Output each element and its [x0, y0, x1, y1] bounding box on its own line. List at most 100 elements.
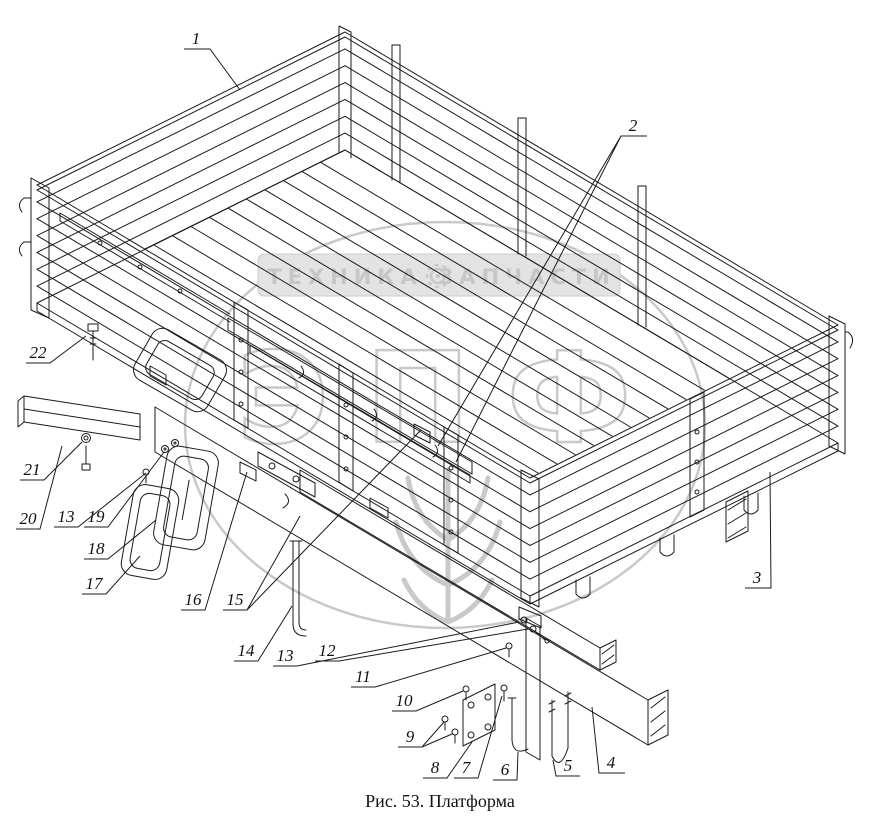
leader-line-13a	[54, 472, 147, 528]
mounting-plate-inner	[145, 339, 215, 401]
callout-11: 11	[351, 647, 507, 688]
bracket-16	[239, 461, 257, 482]
spare-board-strip	[249, 344, 471, 484]
support-bracket	[525, 617, 541, 761]
stay-rod-14	[289, 540, 307, 637]
callout-label-8: 8	[431, 758, 440, 777]
leader-line-1	[184, 48, 241, 91]
callout-16: 16	[181, 471, 248, 611]
corner-posts	[30, 25, 846, 629]
callout-label-10: 10	[396, 691, 414, 710]
callout-10: 10	[392, 690, 464, 712]
hinge-plate-15	[413, 423, 431, 444]
side-board-part-20	[17, 395, 141, 441]
figure-caption: Рис. 53. Платформа	[365, 791, 515, 811]
callout-label-20: 20	[20, 509, 38, 528]
callout-17: 17	[82, 555, 141, 595]
callout-label-14: 14	[238, 641, 256, 660]
bolt-22	[87, 323, 99, 361]
callout-label-21: 21	[24, 460, 41, 479]
underframe	[154, 406, 749, 761]
callout-1: 1	[184, 29, 241, 91]
platform-drawing	[18, 25, 854, 629]
plate-18-slot	[181, 479, 190, 521]
callout-label-11: 11	[355, 667, 371, 686]
gear-hub	[436, 274, 440, 278]
callout-6: 6	[493, 751, 519, 781]
callout-22: 22	[26, 335, 87, 364]
bolts-9	[441, 715, 459, 744]
callout-9: 9	[398, 721, 453, 748]
callout-label-17: 17	[86, 574, 105, 593]
callout-label-3: 3	[752, 568, 762, 587]
frame-rail-inner-end-hatch	[599, 639, 617, 671]
callout-18: 18	[84, 519, 157, 560]
leader-line-16	[181, 471, 248, 611]
callout-8: 8	[423, 741, 473, 779]
callout-label-12: 12	[319, 641, 337, 660]
bolt-11	[505, 642, 513, 658]
tailgate-hinge-loops	[575, 492, 759, 599]
watermark: ТЕХНИКА ЗАПЧАСТИ ЭПФ	[183, 220, 707, 630]
callout-13a: 13	[54, 472, 147, 528]
plate-8	[462, 683, 496, 747]
callout-label-18: 18	[88, 539, 106, 558]
leader-line-22	[26, 335, 87, 364]
leader-line-21	[20, 441, 83, 481]
right-wall-stake	[689, 391, 705, 518]
callout-20: 20	[16, 445, 63, 530]
callout-14: 14	[234, 605, 293, 662]
callout-label-7: 7	[462, 758, 472, 777]
callout-label-9: 9	[406, 727, 415, 746]
leader-line-14	[234, 605, 293, 662]
callout-label-13a: 13	[58, 507, 75, 526]
floor-planks	[144, 149, 731, 474]
hook-6	[507, 697, 529, 752]
bracket-plate-18	[153, 445, 219, 551]
leader-line-19	[84, 451, 165, 528]
wall-reinforcement-band	[59, 212, 231, 323]
callout-5: 5	[552, 756, 580, 777]
plate-18-outline	[153, 445, 219, 551]
washer-bolt-21	[81, 433, 91, 471]
gear-teeth-ring	[425, 263, 451, 289]
bolt-7	[500, 684, 508, 702]
corner-latches	[18, 197, 854, 349]
mounting-plate-outline	[133, 327, 227, 413]
bolt-cluster-12-13	[520, 616, 550, 644]
callout-label-15: 15	[227, 590, 244, 609]
wall-hinge-straps	[149, 365, 389, 519]
leader-line-10	[392, 690, 464, 712]
callout-19: 19	[84, 451, 165, 528]
leader-line-8	[423, 741, 473, 779]
leader-line-17	[82, 555, 141, 595]
callout-label-2: 2	[629, 116, 638, 135]
far-wall-stakes	[391, 44, 647, 328]
leader-line-13b	[273, 621, 520, 667]
hook-rail-strip	[227, 317, 473, 475]
callout-4: 4	[591, 706, 625, 774]
callout-15: 15	[223, 429, 422, 611]
leader-line-5	[552, 759, 580, 777]
callout-label-4: 4	[607, 753, 616, 772]
detached-parts	[17, 323, 572, 763]
callout-label-13b: 13	[277, 646, 294, 665]
leader-line-9	[398, 721, 453, 748]
callout-label-1: 1	[192, 29, 201, 48]
callout-label-16: 16	[185, 590, 203, 609]
plate-17-outline	[120, 484, 180, 580]
plate-17-inner	[129, 492, 171, 572]
callout-label-22: 22	[30, 343, 48, 362]
cross-member-end-hatch	[725, 490, 749, 543]
leader-line-6	[493, 751, 519, 781]
bracket-plate-17	[120, 484, 180, 580]
callout-7: 7	[454, 695, 503, 779]
near-wall-stakes	[233, 301, 459, 554]
callout-2: 2	[437, 116, 647, 463]
callout-13b: 13	[273, 621, 520, 667]
near-wall-planks	[36, 184, 531, 605]
frame-rail-outer-end-hatch	[647, 689, 669, 746]
leader-line-3	[745, 471, 772, 589]
